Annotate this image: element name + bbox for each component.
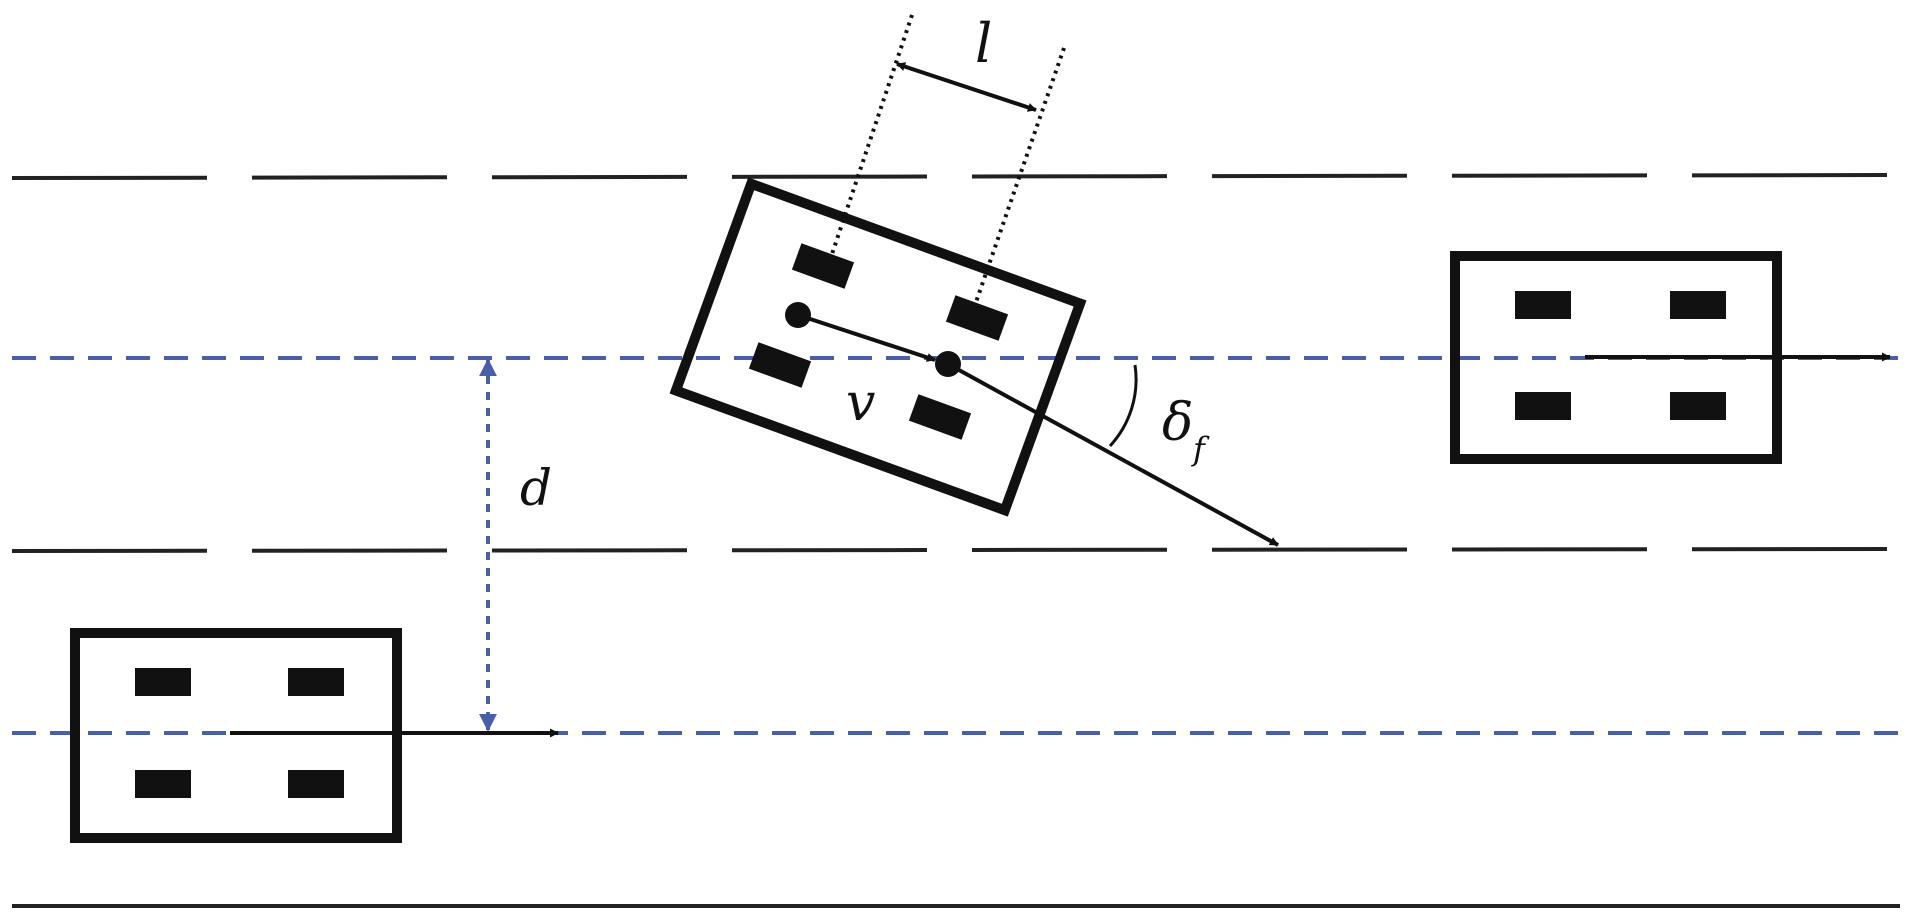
- rear-axle-point: [785, 302, 811, 328]
- wheel: [1515, 392, 1571, 420]
- vehicle-body: [70, 628, 402, 843]
- wheel: [791, 243, 855, 289]
- vehicle-lower-left: [70, 628, 559, 843]
- vehicle-lane-changing: [669, 14, 1279, 547]
- wheelbase-guide-front: [973, 47, 1066, 306]
- wheel: [1515, 291, 1571, 319]
- wheel: [288, 668, 344, 696]
- wheelbase-label: l: [975, 12, 992, 75]
- wheel: [945, 295, 1009, 341]
- steering-angle-label: δ: [1162, 393, 1193, 453]
- lane-divider-top: [11, 173, 1901, 180]
- wheel: [135, 668, 191, 696]
- wheel: [908, 394, 972, 440]
- wheel: [135, 770, 191, 798]
- wheelbase-arrow: [896, 62, 1037, 112]
- wheel: [1670, 392, 1726, 420]
- wheel: [288, 770, 344, 798]
- wheel: [1670, 291, 1726, 319]
- wheelbase-guide-rear: [828, 14, 914, 261]
- lateral-offset-label: d: [520, 459, 552, 517]
- wheel: [748, 342, 812, 388]
- steering-angle-arc: [1108, 364, 1138, 448]
- steering-direction-arrow: [947, 362, 1279, 547]
- velocity-label: v: [846, 373, 875, 433]
- vehicle-right: [1450, 251, 1891, 464]
- velocity-arrow: [797, 313, 936, 362]
- lane-divider-middle: [11, 547, 1901, 553]
- steering-angle-subscript: f: [1191, 430, 1210, 468]
- vehicle-body: [669, 177, 1087, 517]
